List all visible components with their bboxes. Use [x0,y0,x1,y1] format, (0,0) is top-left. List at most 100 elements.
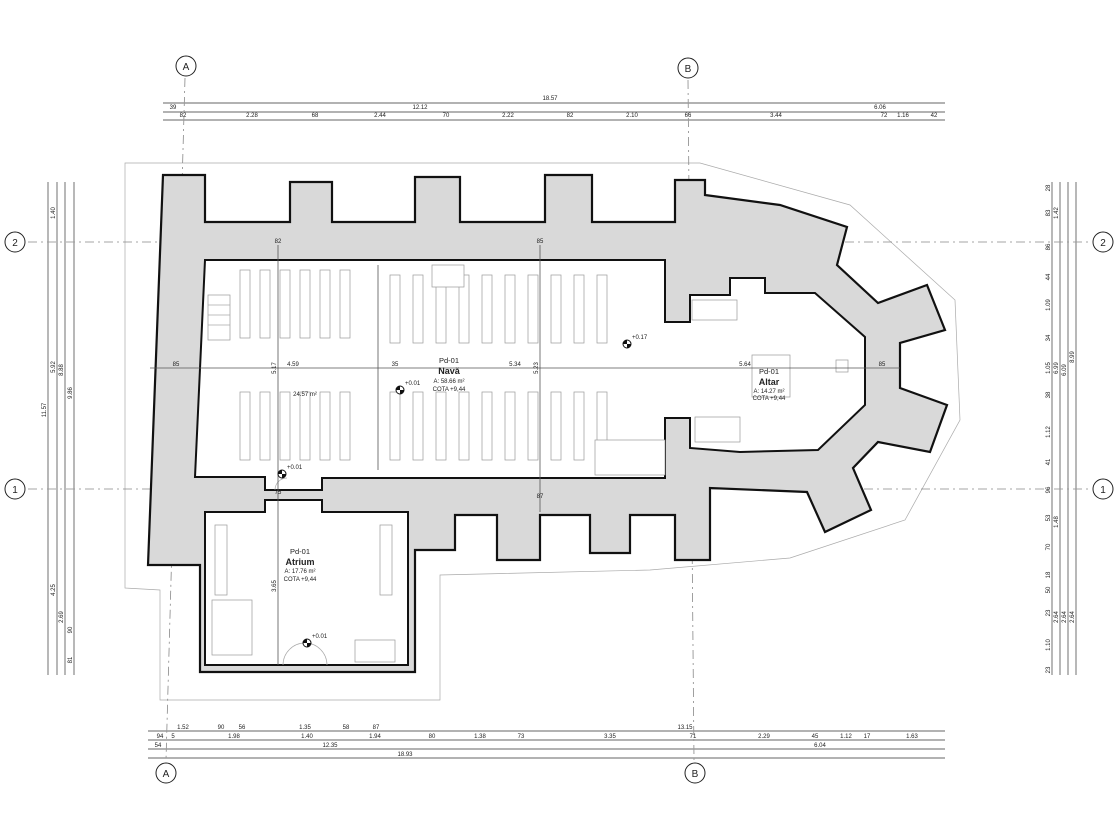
dimension-label: 1.40 [51,207,57,219]
dimension-label: 6.04 [814,743,826,749]
pew [481,274,493,344]
dimension-label: 6.06 [874,105,886,111]
dimension-label: 4.59 [287,362,299,368]
level-label: +0.01 [312,634,328,640]
svg-text:A: A [163,769,170,780]
svg-text:A: 58.66 m²: A: 58.66 m² [433,379,464,385]
pew [259,391,271,461]
dimension-label: 85 [537,239,544,245]
dimension-label: 58 [343,725,350,731]
dimension-label: 2.22 [502,113,514,119]
axis-bubble-a-top: A [175,55,197,77]
dimension-label: 24.57 m² [293,392,317,398]
pew [299,269,311,339]
room-tag-nave[interactable]: Pd-01 Navă A: 58.66 m² COTA +9,44 [433,356,466,393]
pew [550,274,562,344]
dimension-label: 1.40 [301,734,313,740]
dimension-label: 1.42 [1054,207,1060,219]
dimension-label: 28 [1046,184,1052,191]
dimension-label: 82 [275,239,282,245]
dimension-label: 35 [392,362,399,368]
pew [573,274,585,344]
dimension-label: 1.12 [1046,426,1052,438]
dimension-label: 12.35 [322,743,338,749]
dimension-label: 1.98 [228,734,240,740]
pew [389,391,401,461]
pews [239,269,608,461]
dimension-label: 1.09 [1046,299,1052,311]
svg-text:COTA +9,44: COTA +9,44 [284,577,317,583]
dimension-label: 6.09 [1062,364,1068,376]
svg-text:Pd-01: Pd-01 [290,547,310,556]
dimension-label: 13.15 [677,725,693,731]
room-tag-atrium[interactable]: Pd-01 Atrium A: 17.76 m² COTA +9,44 [284,547,317,583]
level-marker: +0.01 [302,634,328,648]
dimension-label: 4.25 [51,584,57,596]
dimension-label: 39 [170,105,177,111]
dimension-label: 2.64 [1070,611,1076,623]
pew [573,391,585,461]
level-marker: +0.17 [622,335,648,349]
dimension-label: 8.88 [59,364,65,376]
dimension-label: 44 [1046,273,1052,280]
room-tag-altar[interactable]: Pd-01 Altar A: 14.27 m² COTA +9,44 [753,367,786,402]
dimension-label: 5.64 [739,362,751,368]
dimension-label: 5.34 [509,362,521,368]
dimension-label: 5.92 [51,361,57,373]
dimension-label: 82 [180,113,187,119]
level-marker-icon [277,469,287,479]
pew [435,391,447,461]
dimension-label: 87 [373,725,380,731]
dimension-label: 50 [1046,586,1052,593]
svg-text:2: 2 [1100,238,1106,249]
svg-text:A: 14.27 m²: A: 14.27 m² [753,389,784,395]
dimension-label: 17 [864,734,871,740]
dimension-label: 85 [879,362,886,368]
dimension-label: 1.48 [1054,516,1060,528]
dimension-label: 75 [275,490,282,496]
dimension-label: 23 [1046,609,1052,616]
stairs [207,294,231,341]
dimension-label: 5 [171,734,175,740]
dimension-label: 34 [1046,334,1052,341]
axis-bubble-b-bottom: B [684,762,706,784]
furniture [211,264,849,666]
dimension-label: 86 [1046,243,1052,250]
svg-text:1: 1 [1100,485,1106,496]
pew [319,269,331,339]
dimension-label: 81 [68,656,74,663]
dimension-label: 90 [68,626,74,633]
pew [339,391,351,461]
dimension-label: 96 [1046,486,1052,493]
pew [481,391,493,461]
svg-text:1: 1 [12,485,18,496]
dimension-label: 9.86 [68,387,74,399]
room-axis-lines [150,245,900,665]
atrium-room[interactable] [204,499,409,666]
dimension-label: 82 [567,113,574,119]
dimension-label: 45 [812,734,819,740]
dimension-label: 56 [239,725,246,731]
pew [239,269,251,339]
dimension-label: 2.29 [758,734,770,740]
pew [504,274,516,344]
dimension-label: 18 [1046,571,1052,578]
pew [527,391,539,461]
svg-text:COTA +9,44: COTA +9,44 [433,387,466,393]
level-marker-icon [622,339,632,349]
svg-text:Navă: Navă [438,366,461,376]
svg-text:B: B [685,64,692,75]
dimension-label: 23 [1046,666,1052,673]
dimension-label: 66 [685,113,692,119]
pew [299,391,311,461]
dimension-label: 3.35 [604,734,616,740]
dimension-label: 8.99 [1070,351,1076,363]
dimension-label: 71 [690,734,697,740]
dimension-label: 73 [518,734,525,740]
dimension-label: 2.28 [246,113,258,119]
dimension-label: 53 [1046,514,1052,521]
dimension-label: 1.12 [840,734,852,740]
level-label: +0.01 [405,381,421,387]
dimension-label: 85 [173,362,180,368]
level-marker: +0.01 [395,381,421,395]
